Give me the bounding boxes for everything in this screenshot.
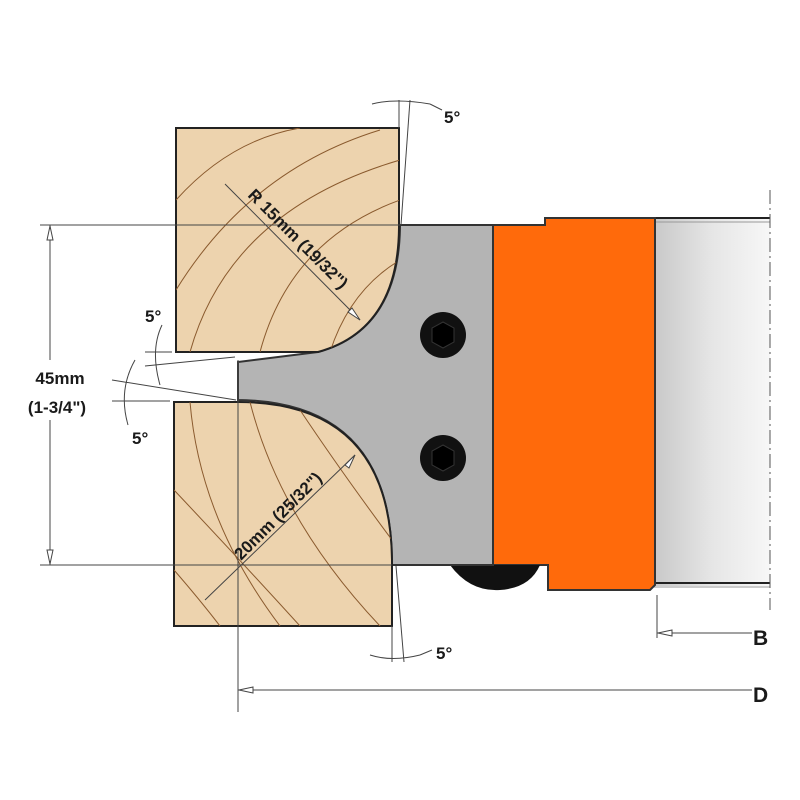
height-mm-label: 45mm xyxy=(35,369,84,388)
bottom-angle-label: 5° xyxy=(436,644,452,663)
dimension-lines xyxy=(40,99,771,712)
cutter-body xyxy=(492,217,656,591)
shaft xyxy=(650,217,770,588)
lower-workpiece xyxy=(173,401,393,627)
upper-radius-line xyxy=(224,183,361,321)
top-angle-label: 5° xyxy=(444,108,460,127)
lower-radius-line xyxy=(204,454,356,601)
screw-icon xyxy=(420,312,466,358)
bottom-screw-icon xyxy=(450,565,540,591)
dimension-d-label: D xyxy=(753,684,768,707)
left-upper-angle-label: 5° xyxy=(145,307,161,326)
height-inch-label: (1-3/4") xyxy=(28,398,86,417)
dimension-b-label: B xyxy=(753,627,768,650)
left-lower-angle-label: 5° xyxy=(132,429,148,448)
upper-workpiece xyxy=(175,127,400,353)
screw-icon xyxy=(420,435,466,481)
